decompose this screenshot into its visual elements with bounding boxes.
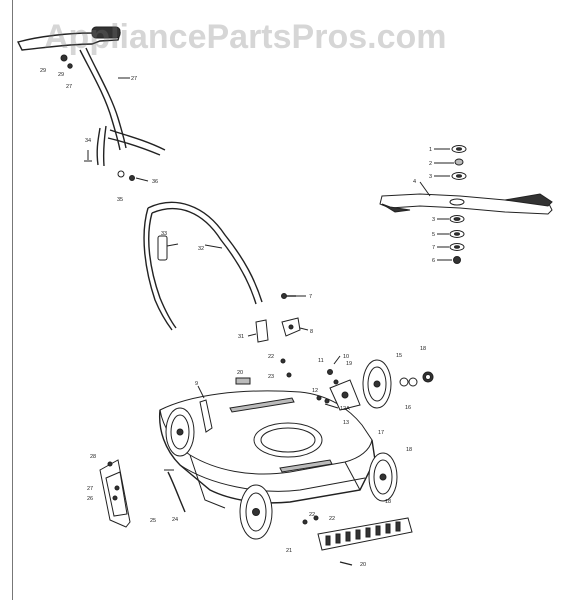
screw-icon xyxy=(286,372,292,378)
callout-cable-clip: 33 xyxy=(161,231,167,237)
callout-screw-22b: 22 xyxy=(329,516,335,522)
callout-wheel-hub-16: 16 xyxy=(405,405,411,411)
callout-blade-nut-6: 6 xyxy=(432,258,435,264)
handle-grip-icon xyxy=(91,26,121,39)
callout-deck-17: 17 xyxy=(378,430,384,436)
callout-handle-clip: 36 xyxy=(152,179,158,185)
screw-icon xyxy=(302,519,308,525)
guard-bolt-icon xyxy=(114,485,120,491)
callout-handle-bolt: 27 xyxy=(66,84,72,90)
callout-blade-washer-1: 1 xyxy=(429,147,432,153)
callout-bolt-12: 12 xyxy=(312,388,318,394)
callout-screw-23: 23 xyxy=(268,374,274,380)
wheel-hub-icon xyxy=(399,377,409,387)
page-edge-rule xyxy=(12,0,13,600)
callout-guard-bolt-27: 27 xyxy=(87,486,93,492)
chute-guard xyxy=(99,459,186,528)
callout-labels: 29 29 27 27 34 35 36 33 32 7 8 31 1 2 3 … xyxy=(40,68,435,568)
callout-blade-washer-3b: 3 xyxy=(432,217,435,223)
handle-knob-icon xyxy=(60,54,68,62)
callout-lower-handle: 32 xyxy=(198,246,204,252)
callout-blade-washer-7: 7 xyxy=(432,245,435,251)
callout-rod-24: 24 xyxy=(172,517,178,523)
callout-handle-grip: 29 xyxy=(40,68,46,74)
callout-handle-knob: 29 xyxy=(58,72,64,78)
wheels xyxy=(165,359,434,540)
mower-deck xyxy=(158,385,376,509)
handle-washer-icon xyxy=(117,170,125,178)
callout-guard-25: 25 xyxy=(150,518,156,524)
callout-bracket-31: 31 xyxy=(238,334,244,340)
rod-icon xyxy=(167,471,186,513)
callout-screw-22: 22 xyxy=(268,354,274,360)
motor-cover-icon xyxy=(199,399,213,433)
callout-spring-10: 10 xyxy=(343,354,349,360)
callout-wheel-18b: 18 xyxy=(406,447,412,453)
callout-cord-19: 19 xyxy=(346,361,352,367)
callout-upper-handle: 27 xyxy=(131,76,137,82)
screw-icon xyxy=(339,561,353,566)
callout-skirt-screw-22: 22 xyxy=(309,512,315,518)
upper-handle xyxy=(16,26,166,182)
cable-clip-icon xyxy=(157,235,168,261)
callout-wheel-18: 18 xyxy=(420,346,426,352)
handle-clip-icon xyxy=(129,175,135,181)
callout-bracket-13: 13 xyxy=(343,420,349,426)
blade-assembly xyxy=(379,145,553,264)
washer-icon xyxy=(454,158,464,166)
callout-wheel-18c: 18 xyxy=(385,499,391,505)
callout-blade-washer-2: 2 xyxy=(429,161,432,167)
callout-handle-pin: 34 xyxy=(85,138,91,144)
bracket-31-icon xyxy=(255,319,269,343)
handle-bolt-icon xyxy=(67,63,73,69)
callout-chute-guard-28: 28 xyxy=(90,454,96,460)
callout-bolt-7: 7 xyxy=(309,294,312,300)
callout-screw-20: 20 xyxy=(360,562,366,568)
callout-blade-washer-3: 3 xyxy=(429,174,432,180)
watermark-text: AppliancePartsPros.com xyxy=(44,18,447,56)
blade-nut-icon xyxy=(453,256,461,264)
callout-motor-cover-9: 9 xyxy=(195,381,198,387)
callout-handle-washer: 35 xyxy=(117,197,123,203)
callout-blade: 4 xyxy=(413,179,416,185)
axle-icon xyxy=(235,377,251,385)
callout-skirt-21: 21 xyxy=(286,548,292,554)
screw-icon xyxy=(280,358,286,364)
callout-axle-20: 20 xyxy=(237,370,243,376)
callout-bracket-8: 8 xyxy=(310,329,313,335)
callout-wheel-adjuster-12a: 12A xyxy=(340,406,350,412)
callout-switch-11: 11 xyxy=(318,358,324,364)
height-adjuster xyxy=(235,355,361,411)
callout-wheel-cap-15: 15 xyxy=(396,353,402,359)
callout-guard-bolt-26: 26 xyxy=(87,496,93,502)
rear-skirt xyxy=(302,515,413,566)
callout-blade-washer-5: 5 xyxy=(432,232,435,238)
handle-brackets xyxy=(247,293,309,343)
lower-handle xyxy=(143,201,263,331)
